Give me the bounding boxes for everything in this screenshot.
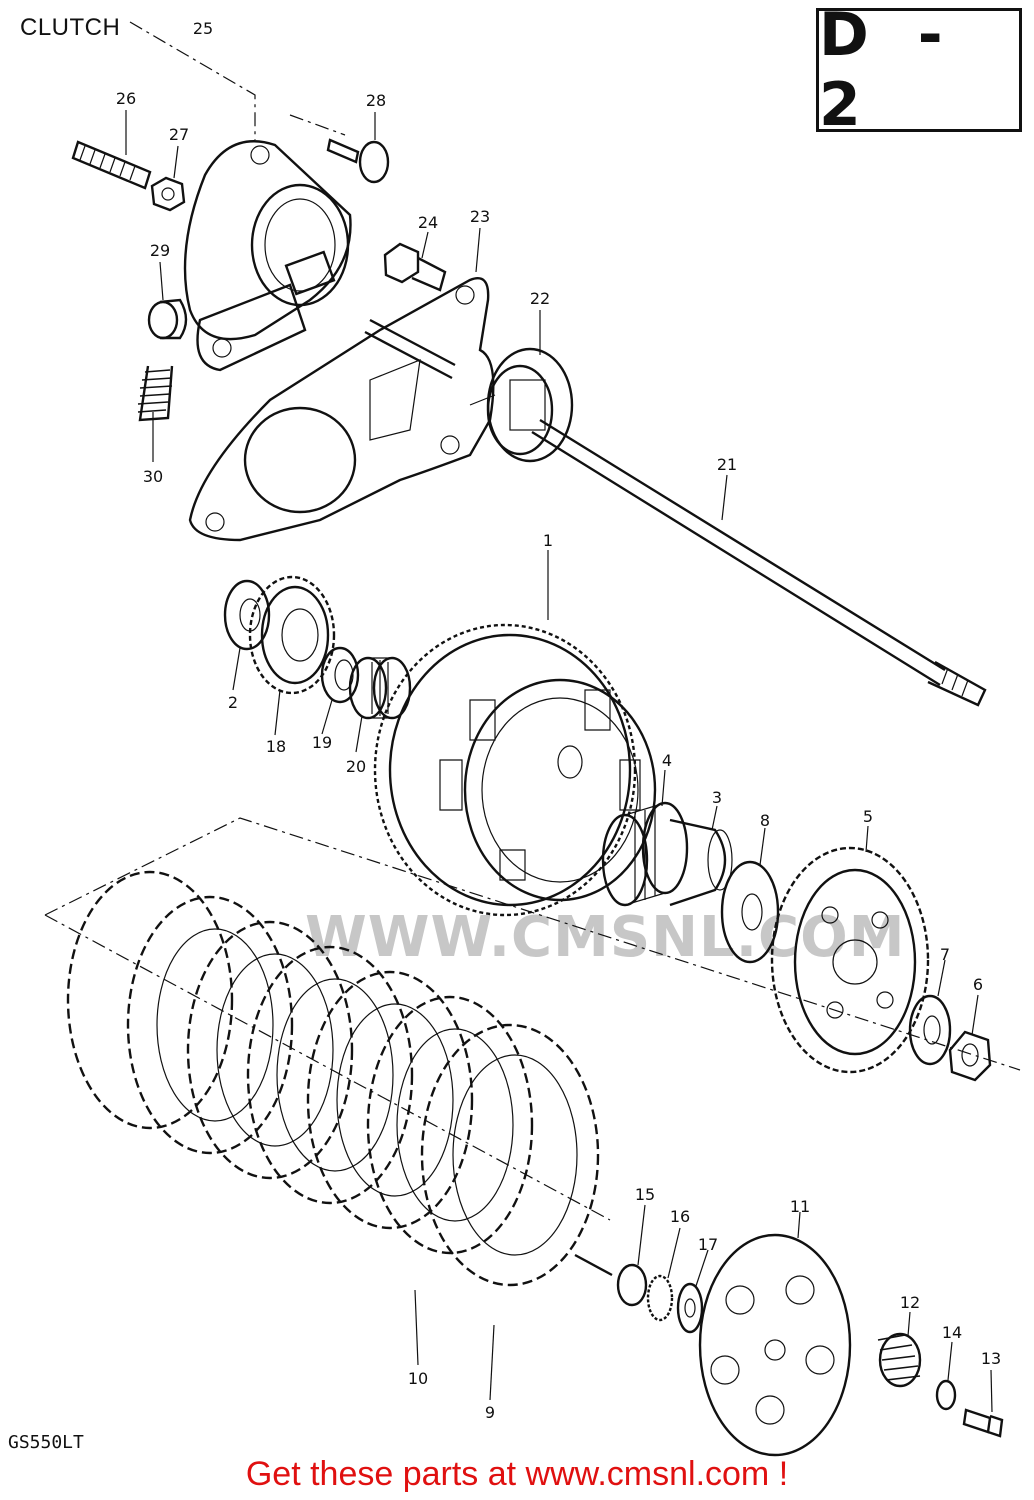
callout-17: 17 <box>698 1235 718 1254</box>
callout-25: 25 <box>193 19 213 38</box>
hub-nut-part <box>948 1030 992 1082</box>
callout-4: 4 <box>662 751 672 770</box>
sleeve-hub-bearing-part <box>601 801 689 907</box>
lock-washer-part <box>908 994 952 1066</box>
callout-3: 3 <box>712 788 722 807</box>
release-housing-part <box>183 140 352 372</box>
cover-gasket-part <box>188 277 495 542</box>
callout-11: 11 <box>790 1197 810 1216</box>
clutch-housing-part <box>373 623 657 917</box>
callout-1: 1 <box>543 531 553 550</box>
sleeve-hub-part <box>669 818 733 907</box>
callout-16: 16 <box>670 1207 690 1226</box>
bolt-part <box>383 242 447 292</box>
spring-part <box>137 365 174 422</box>
callout-9: 9 <box>485 1403 495 1422</box>
callout-24: 24 <box>418 213 438 232</box>
parts-link[interactable]: Get these parts at www.cmsnl.com ! <box>245 1455 789 1493</box>
model-code: GS550LT <box>8 1432 84 1453</box>
spring-washer-part <box>935 1379 957 1411</box>
needle-bearing-part <box>348 656 412 720</box>
callout-29: 29 <box>150 241 170 260</box>
pressure-plate-part <box>698 1233 852 1457</box>
leader-lines <box>125 110 993 1413</box>
callout-5: 5 <box>863 807 873 826</box>
callout-28: 28 <box>366 91 386 110</box>
push-rod-part <box>364 318 987 707</box>
oil-pump-drive-gear-part <box>248 575 336 695</box>
release-bearing-part <box>574 1253 648 1307</box>
clutch-sleeve-hub-part <box>770 846 930 1074</box>
group-bracket-line <box>129 21 256 140</box>
thrust-washer-2-part <box>676 1282 704 1334</box>
callout-7: 7 <box>940 945 950 964</box>
callout-8: 8 <box>760 811 770 830</box>
callout-15: 15 <box>635 1185 655 1204</box>
clutch-spring-part <box>877 1332 922 1388</box>
callout-labels: 25 26 27 28 29 30 24 23 22 21 1 2 18 19 … <box>116 19 1001 1422</box>
page-reference-box: D - 2 <box>816 0 1022 140</box>
release-cam-part <box>469 347 574 463</box>
callout-19: 19 <box>312 733 332 752</box>
clutch-plate-stack <box>66 870 600 1287</box>
callout-27: 27 <box>169 125 189 144</box>
callout-22: 22 <box>530 289 550 308</box>
callout-10: 10 <box>408 1369 428 1388</box>
callout-14: 14 <box>942 1323 962 1342</box>
screw-part <box>326 138 390 184</box>
callout-12: 12 <box>900 1293 920 1312</box>
nut-part <box>150 176 186 212</box>
callout-23: 23 <box>470 207 490 226</box>
callout-20: 20 <box>346 757 366 776</box>
watermark: WWW.CMSNL.COM <box>305 905 906 970</box>
washer-part <box>720 860 780 964</box>
bush-part <box>147 298 188 340</box>
page-title: CLUTCH <box>20 14 121 41</box>
spring-bolt-part <box>962 1408 1004 1438</box>
callout-30: 30 <box>143 467 163 486</box>
callout-6: 6 <box>973 975 983 994</box>
callout-13: 13 <box>981 1349 1001 1368</box>
needle-thrust-bearing-part <box>646 1274 674 1322</box>
callout-2: 2 <box>228 693 238 712</box>
stud-bolt-part <box>71 140 152 190</box>
callout-18: 18 <box>266 737 286 756</box>
spacer-part <box>320 646 360 704</box>
callout-26: 26 <box>116 89 136 108</box>
callout-21: 21 <box>717 455 737 474</box>
